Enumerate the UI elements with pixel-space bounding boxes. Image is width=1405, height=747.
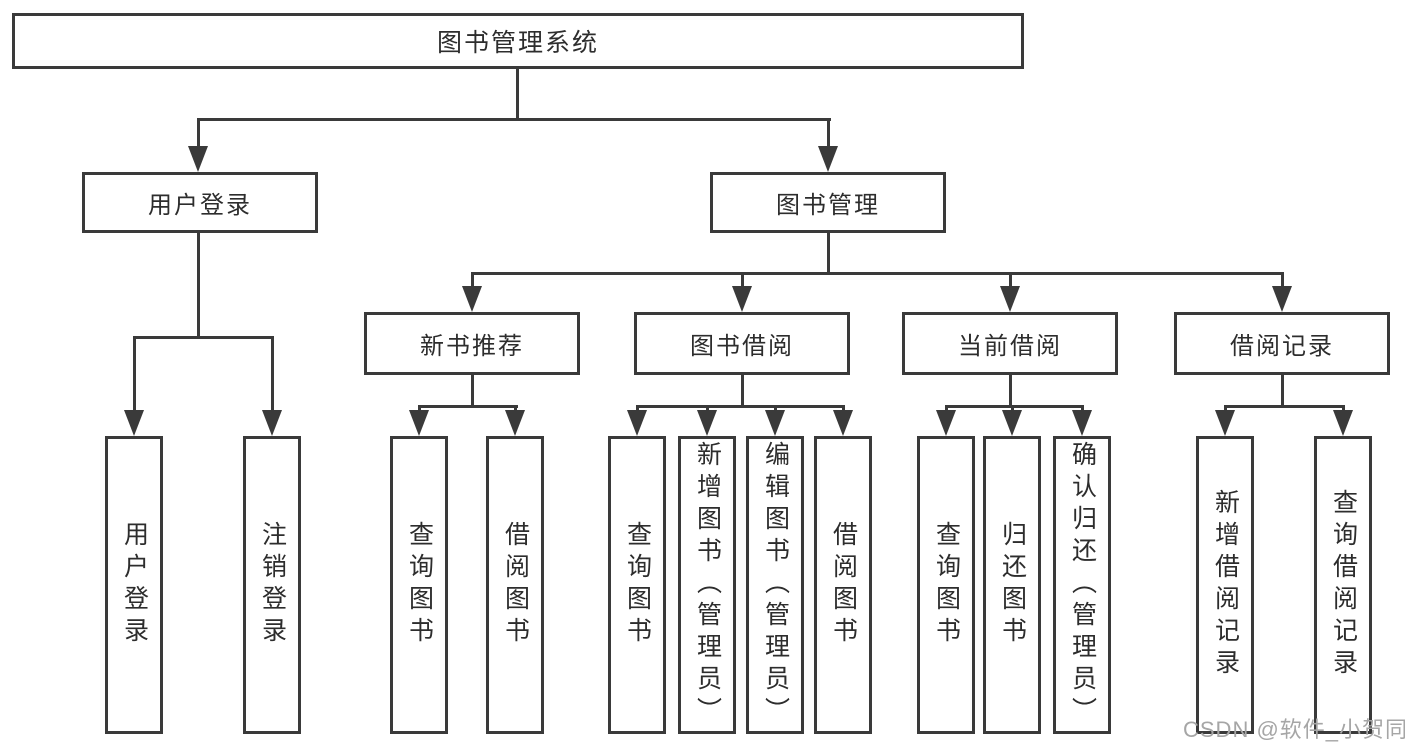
node-leaf-user-login: 用户登录 <box>105 436 163 734</box>
connector-drop-book-mgmt <box>827 118 830 148</box>
csdn-watermark: CSDN @软件_小贺同学 <box>1183 717 1405 742</box>
arrow-down-leaf-user-login <box>124 410 144 436</box>
connector-drop-query-book-1 <box>418 405 421 412</box>
connector-drop-borrow-book-1 <box>514 405 517 412</box>
connector-borrowrecords-stem <box>1281 375 1284 405</box>
node-leaf-query-books-2: 查询图书 <box>608 436 666 734</box>
connector-drop-leaf-logout <box>271 336 274 412</box>
node-leaf-add-borrow-record: 新增借阅记录 <box>1196 436 1254 734</box>
arrow-down-query-book-1 <box>409 410 429 436</box>
connector-drop-borrow-records <box>1281 272 1284 288</box>
node-leaf-query-books-3: 查询图书 <box>917 436 975 734</box>
connector-drop-current-borrow <box>1009 272 1012 288</box>
arrow-down-current-borrow <box>1000 286 1020 312</box>
arrow-down-new-book-rec <box>462 286 482 312</box>
arrow-down-confirm-return <box>1072 410 1092 436</box>
arrow-down-query-record <box>1333 410 1353 436</box>
connector-root-stem <box>516 69 519 118</box>
connector-currentborrow-bus <box>945 405 1084 408</box>
connector-drop-user-login <box>197 118 200 148</box>
connector-drop-new-book-rec <box>471 272 474 288</box>
connector-newbookrec-bus <box>418 405 518 408</box>
arrow-down-leaf-logout <box>262 410 282 436</box>
connector-drop-add-book <box>706 405 709 412</box>
arrow-down-query-book-2 <box>627 410 647 436</box>
arrow-down-edit-book <box>765 410 785 436</box>
connector-drop-book-borrow <box>741 272 744 288</box>
node-leaf-query-books-1: 查询图书 <box>390 436 448 734</box>
connector-drop-borrow-book-2 <box>842 405 845 412</box>
connector-drop-confirm-return <box>1081 405 1084 412</box>
connector-userlogin-bus <box>133 336 274 339</box>
connector-drop-query-book-3 <box>945 405 948 412</box>
connector-drop-return-book <box>1011 405 1014 412</box>
arrow-down-query-book-3 <box>936 410 956 436</box>
connector-bookborrow-bus <box>636 405 845 408</box>
arrow-down-book-borrow <box>732 286 752 312</box>
arrow-down-borrow-book-2 <box>833 410 853 436</box>
node-leaf-borrow-books-1: 借阅图书 <box>486 436 544 734</box>
connector-userlogin-stem <box>197 233 200 336</box>
node-book-borrowing: 图书借阅 <box>634 312 850 375</box>
arrow-down-add-record <box>1215 410 1235 436</box>
arrow-down-return-book <box>1002 410 1022 436</box>
connector-drop-query-book-2 <box>636 405 639 412</box>
node-book-management: 图书管理 <box>710 172 946 233</box>
node-borrowing-records: 借阅记录 <box>1174 312 1390 375</box>
connector-borrowrecords-bus <box>1224 405 1345 408</box>
node-leaf-add-book-admin: 新增图书（管理员） <box>678 436 736 734</box>
node-leaf-borrow-books-2: 借阅图书 <box>814 436 872 734</box>
node-library-management-system: 图书管理系统 <box>12 13 1024 69</box>
node-current-borrowing: 当前借阅 <box>902 312 1118 375</box>
connector-currentborrow-stem <box>1009 375 1012 405</box>
arrow-down-borrow-records <box>1272 286 1292 312</box>
arrow-down-book-mgmt <box>818 146 838 172</box>
connector-drop-edit-book <box>774 405 777 412</box>
node-new-book-recommend: 新书推荐 <box>364 312 580 375</box>
node-leaf-query-borrow-record: 查询借阅记录 <box>1314 436 1372 734</box>
node-leaf-confirm-return-admin: 确认归还（管理员） <box>1053 436 1111 734</box>
arrow-down-borrow-book-1 <box>505 410 525 436</box>
connector-newbookrec-stem <box>471 375 474 405</box>
node-leaf-logout: 注销登录 <box>243 436 301 734</box>
node-user-login: 用户登录 <box>82 172 318 233</box>
connector-root-bus <box>197 118 831 121</box>
connector-drop-query-record <box>1342 405 1345 412</box>
node-leaf-edit-book-admin: 编辑图书（管理员） <box>746 436 804 734</box>
connector-bookborrow-stem <box>741 375 744 405</box>
node-leaf-return-book: 归还图书 <box>983 436 1041 734</box>
connector-drop-leaf-user-login <box>133 336 136 412</box>
arrow-down-add-book <box>697 410 717 436</box>
connector-bookmgmt-stem <box>827 233 830 272</box>
connector-bookmgmt-bus <box>471 272 1284 275</box>
arrow-down-user-login <box>188 146 208 172</box>
connector-drop-add-record <box>1224 405 1227 412</box>
